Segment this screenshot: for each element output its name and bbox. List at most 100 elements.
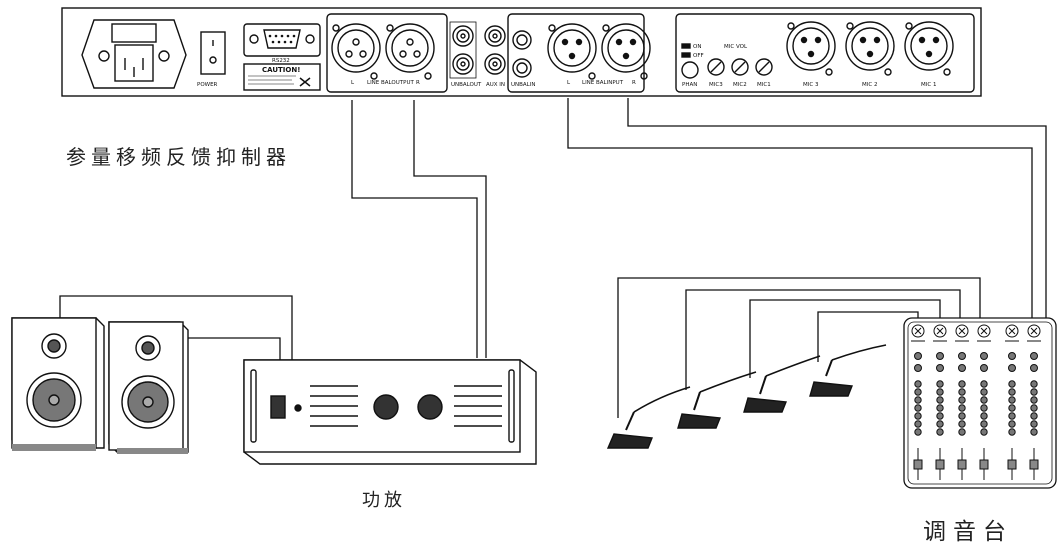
mixer-fader[interactable]	[1007, 459, 1017, 470]
mixer-fader[interactable]	[935, 459, 945, 470]
mixer-eq-knob[interactable]	[1008, 396, 1016, 404]
mixer-eq-knob[interactable]	[1030, 388, 1038, 396]
mixer-eq-knob[interactable]	[958, 420, 966, 428]
mic-section-frame	[675, 13, 975, 93]
mic1-volume-knob[interactable]	[755, 58, 773, 76]
mixer-eq-knob[interactable]	[958, 380, 966, 388]
mixer-eq-knob[interactable]	[914, 428, 922, 436]
mixer-knob[interactable]	[1030, 364, 1038, 372]
mixer-fader[interactable]	[957, 459, 967, 470]
mic1-label: MIC 1	[921, 82, 936, 88]
cable-mic2-to-mixer	[685, 289, 961, 390]
mixer-eq-knob[interactable]	[958, 396, 966, 404]
cable-mic1-to-mixer	[617, 277, 981, 418]
mixer-eq-knob[interactable]	[1008, 420, 1016, 428]
mixer-eq-knob[interactable]	[936, 420, 944, 428]
unbal-in-label: UNBALIN	[511, 82, 535, 88]
mixer-knob[interactable]	[936, 352, 944, 360]
phantom-switch[interactable]	[681, 43, 699, 79]
mixer-eq-knob[interactable]	[980, 412, 988, 420]
mixer-eq-knob[interactable]	[1008, 412, 1016, 420]
mixer-fader[interactable]	[913, 459, 923, 470]
xlr-output-right[interactable]	[385, 23, 435, 80]
mixer-eq-knob[interactable]	[936, 428, 944, 436]
mixer-eq-knob[interactable]	[936, 412, 944, 420]
amp-power-switch[interactable]	[270, 395, 286, 419]
xlr-mic2[interactable]	[845, 21, 895, 76]
rs232-port[interactable]	[243, 23, 321, 57]
amp-knob-left[interactable]	[373, 394, 399, 420]
mixer-knob[interactable]	[1030, 352, 1038, 360]
mixer-eq-knob[interactable]	[914, 380, 922, 388]
mixer-eq-knob[interactable]	[980, 420, 988, 428]
amp-knob-right[interactable]	[417, 394, 443, 420]
mixer-eq-knob[interactable]	[914, 388, 922, 396]
xlr-mic3[interactable]	[786, 21, 836, 76]
mixer-eq-knob[interactable]	[1030, 404, 1038, 412]
mixer-eq-knob[interactable]	[958, 428, 966, 436]
mixer-eq-knob[interactable]	[980, 404, 988, 412]
microphone-1	[606, 386, 691, 449]
mixer-eq-knob[interactable]	[1030, 428, 1038, 436]
speaker-right	[108, 321, 189, 454]
mic3-volume-knob[interactable]	[707, 58, 725, 76]
mixer-fader[interactable]	[979, 459, 989, 470]
mixer-knob[interactable]	[980, 352, 988, 360]
mixer-knob[interactable]	[980, 364, 988, 372]
power-switch[interactable]	[200, 31, 226, 75]
mixer-knob[interactable]	[936, 364, 944, 372]
mixer-knob[interactable]	[914, 364, 922, 372]
mic-vol-label: MIC VOL	[724, 44, 748, 50]
amplifier-title: 功放	[362, 490, 406, 511]
mixer-eq-knob[interactable]	[936, 396, 944, 404]
mixer-eq-knob[interactable]	[1008, 380, 1016, 388]
mixer-eq-knob[interactable]	[980, 396, 988, 404]
rs232-label: RS232	[272, 58, 290, 64]
mixer-knob[interactable]	[1008, 364, 1016, 372]
mixer-eq-knob[interactable]	[1008, 428, 1016, 436]
mixer-eq-knob[interactable]	[1030, 412, 1038, 420]
mic3-label: MIC 3	[803, 82, 819, 88]
line-bal-output-frame	[326, 13, 448, 93]
mixer-eq-knob[interactable]	[936, 404, 944, 412]
rca-unbal-out[interactable]	[449, 21, 477, 79]
mixer-eq-knob[interactable]	[980, 388, 988, 396]
rca-aux-in[interactable]	[484, 25, 506, 75]
xlr-input-left[interactable]	[547, 23, 597, 80]
mixer-eq-knob[interactable]	[914, 396, 922, 404]
mixer-title: 调音台	[923, 519, 1013, 545]
rca-unbal-in[interactable]	[512, 30, 532, 78]
mixer-eq-knob[interactable]	[1008, 404, 1016, 412]
mixer-eq-knob[interactable]	[1030, 380, 1038, 388]
mixer-knob[interactable]	[958, 352, 966, 360]
cable-mic4-to-mixer	[817, 311, 919, 362]
mixer-eq-knob[interactable]	[914, 420, 922, 428]
mic2-volume-knob[interactable]	[731, 58, 749, 76]
mixer-eq-knob[interactable]	[936, 388, 944, 396]
mixer-eq-knob[interactable]	[958, 412, 966, 420]
mixer-knob[interactable]	[1008, 352, 1016, 360]
mixer-eq-knob[interactable]	[1008, 388, 1016, 396]
mixer-eq-knob[interactable]	[936, 380, 944, 388]
mixer-knob[interactable]	[914, 352, 922, 360]
mic2-knob-label: MIC2	[733, 82, 747, 88]
mixer-eq-knob[interactable]	[914, 412, 922, 420]
output-group-label: LINE BALOUTPUT	[367, 80, 414, 86]
mixer-eq-knob[interactable]	[980, 428, 988, 436]
xlr-output-left[interactable]	[331, 23, 381, 80]
microphone-4	[809, 344, 887, 397]
mixer-eq-knob[interactable]	[1030, 396, 1038, 404]
mixer-knob[interactable]	[958, 364, 966, 372]
caution-label-block	[243, 63, 321, 91]
mixer-eq-knob[interactable]	[914, 404, 922, 412]
mixer-fader[interactable]	[1029, 459, 1039, 470]
cable-mixer-to-input-l	[567, 98, 1033, 320]
output-l-label: L	[351, 80, 355, 86]
mixer-eq-knob[interactable]	[958, 404, 966, 412]
xlr-input-right[interactable]	[601, 23, 651, 80]
mixer-eq-knob[interactable]	[980, 380, 988, 388]
xlr-mic1[interactable]	[904, 21, 954, 76]
mixer-eq-knob[interactable]	[958, 388, 966, 396]
mixer-eq-knob[interactable]	[1030, 420, 1038, 428]
